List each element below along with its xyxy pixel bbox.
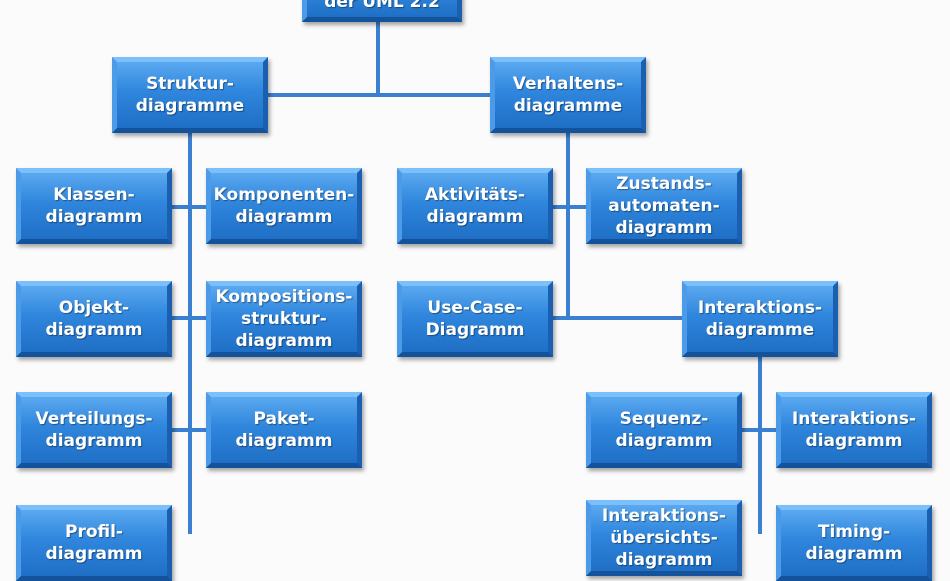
connector [188, 130, 192, 534]
node-sequenzdiagramm: Sequenz- diagramm [586, 392, 742, 468]
node-aktivitaetsdiagramm: Aktivitäts- diagramm [397, 168, 553, 244]
node-klassendiagramm: Klassen- diagramm [16, 168, 172, 244]
node-profildiagramm: Profil- diagramm [16, 505, 172, 581]
node-zustandsautomatendiagramm: Zustands- automaten- diagramm [586, 168, 742, 244]
node-interaktionsdiagramm: Interaktions- diagramm [776, 392, 932, 468]
connector [170, 205, 208, 209]
node-verteilungsdiagramm: Verteilungs- diagramm [16, 392, 172, 468]
node-paketdiagramm: Paket- diagramm [206, 392, 362, 468]
connector [740, 428, 778, 432]
node-interaktionsuebersichtsdiagramm: Interaktions- übersichts- diagramm [586, 500, 742, 576]
node-timingdiagramm: Timing- diagramm [776, 505, 932, 581]
connector [549, 205, 588, 209]
node-kompositionsstrukturdiagramm: Kompositions- struktur- diagramm [206, 281, 362, 357]
connector [549, 316, 684, 320]
node-strukturdiagramme: Struktur- diagramme [112, 57, 268, 133]
connector [566, 130, 570, 320]
connector [758, 355, 762, 534]
node-interaktionsdiagramme: Interaktions- diagramme [682, 281, 838, 357]
node-verhaltensdiagramme: Verhaltens- diagramme [490, 57, 646, 133]
node-objektdiagramm: Objekt- diagramm [16, 281, 172, 357]
root-node: der UML 2.2 [302, 0, 462, 22]
connector [170, 316, 208, 320]
node-use-case-diagramm: Use-Case- Diagramm [397, 281, 553, 357]
node-komponentendiagramm: Komponenten- diagramm [206, 168, 362, 244]
connector [170, 428, 208, 432]
connector [376, 20, 380, 97]
connector [188, 93, 570, 97]
